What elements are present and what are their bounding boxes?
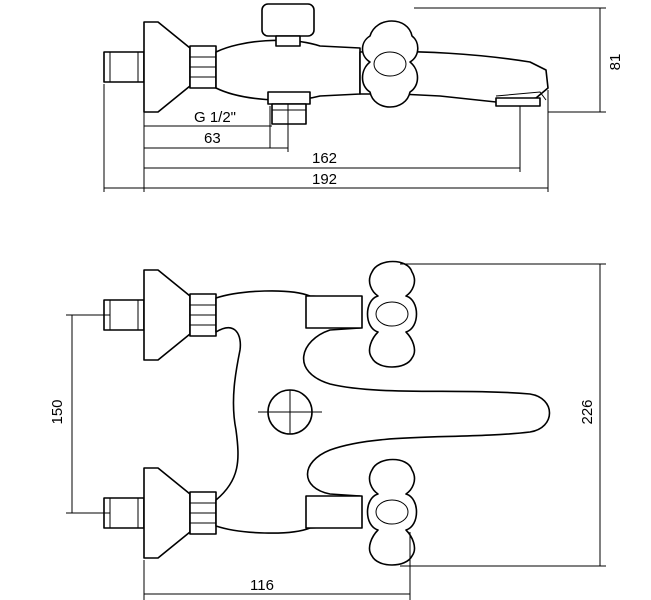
front-mixer-body [215,290,551,534]
dim-81-label: 81 [607,54,624,71]
dim-150: 150 [49,314,110,514]
dim-116-label: 116 [250,577,274,594]
dim-63-label: 63 [204,130,221,147]
dim-226: 226 [400,263,606,567]
front-upper-handle [305,260,418,368]
side-hex-nut [189,45,217,89]
side-inlet-pipe [103,51,145,83]
front-lower-handle [305,458,418,566]
side-diverter-knob [261,3,315,47]
side-mixer-body [215,39,361,101]
dim-81: 81 [414,7,624,113]
thread-label: G 1/2" [194,109,236,126]
front-outlet-circle [258,389,322,435]
dim-192-label: 192 [312,171,337,188]
front-view: 150 226 116 [49,260,606,600]
dim-162: 162 [144,106,521,172]
dim-116: 116 [143,532,411,600]
dim-150-label: 150 [49,399,66,424]
front-upper-inlet [103,269,217,361]
thread-dimension: G 1/2" [143,106,272,192]
side-view: 81 G 1/2" 63 162 192 [103,3,624,192]
dim-162-label: 162 [312,150,337,167]
dim-226-label: 226 [579,399,596,424]
dim-63: 63 [144,104,289,152]
front-lower-inlet [103,467,217,559]
side-cross-handle [361,20,419,108]
dim-192: 192 [103,84,549,192]
side-wall-flange [143,21,191,113]
side-shower-outlet [267,91,311,125]
